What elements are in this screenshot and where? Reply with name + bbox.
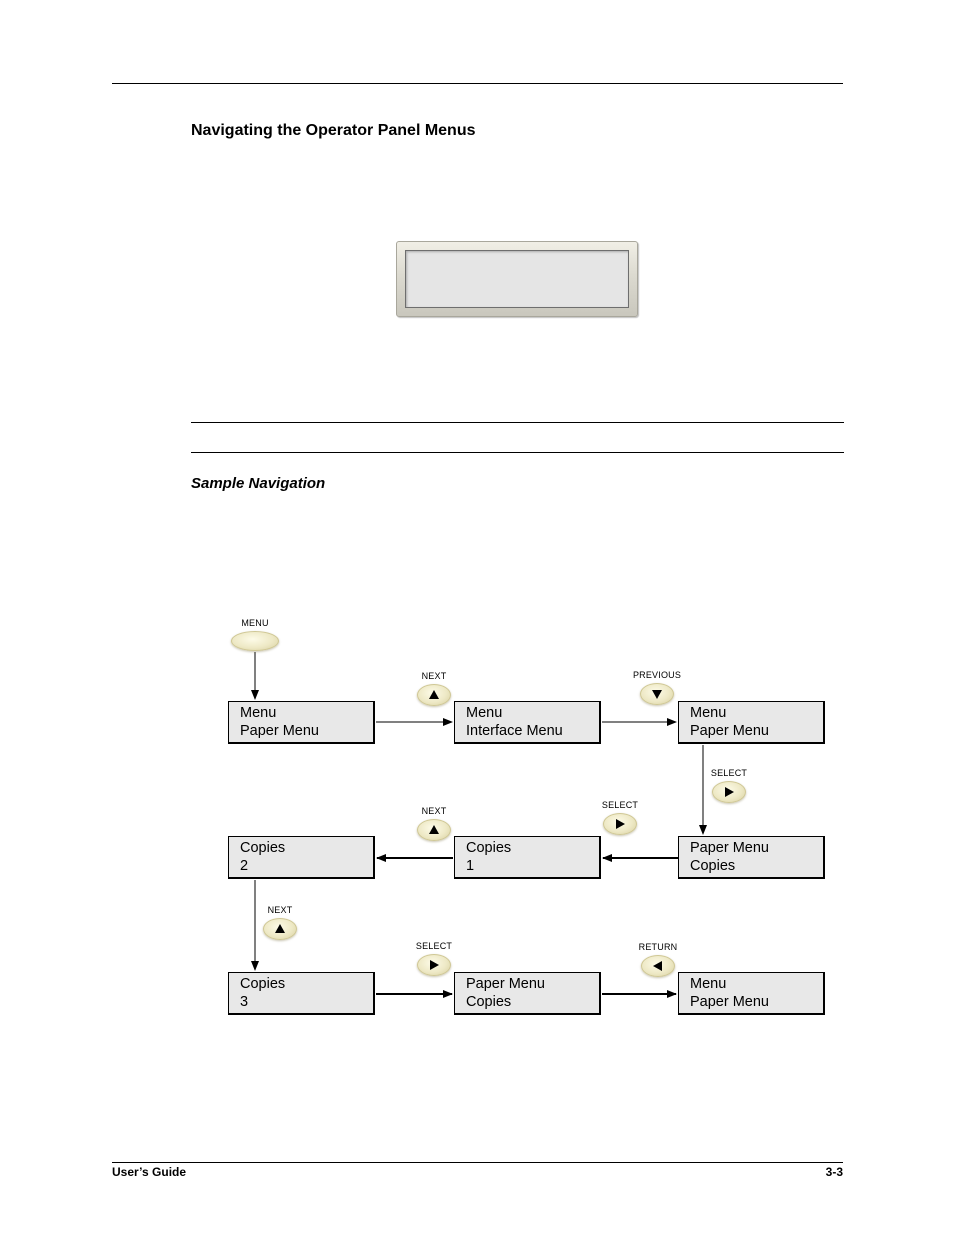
footer-page-number: 3-3 — [825, 1165, 843, 1179]
footer-guide-title: User’s Guide — [112, 1165, 187, 1179]
display-box-paper-menu-copies: Paper Menu Copies — [454, 972, 601, 1015]
display-line-2: Paper Menu — [690, 723, 769, 739]
subsection-title: Sample Navigation — [191, 475, 326, 492]
select-button-col3[interactable]: SELECT — [699, 768, 759, 803]
display-line-2: 3 — [240, 994, 249, 1010]
up-arrow-key-icon — [417, 684, 451, 706]
select-button-label: SELECT — [601, 800, 639, 810]
operator-panel-display — [396, 241, 638, 317]
display-line-2: 2 — [240, 858, 249, 874]
select-button-label: SELECT — [415, 941, 453, 951]
footer-rule — [112, 1162, 843, 1163]
next-button-row2[interactable]: NEXT — [404, 806, 464, 841]
display-line-1: Menu — [690, 976, 727, 992]
display-line-2: 1 — [466, 858, 475, 874]
display-screen — [405, 250, 629, 308]
up-arrow-key-icon — [263, 918, 297, 940]
next-button-label: NEXT — [421, 806, 447, 816]
divider-rule-bottom — [191, 452, 844, 453]
previous-button-label: PREVIOUS — [632, 670, 682, 680]
next-button-col1[interactable]: NEXT — [250, 905, 310, 940]
right-arrow-key-icon — [712, 781, 746, 803]
menu-key-icon — [231, 631, 279, 651]
up-arrow-key-icon — [417, 819, 451, 841]
right-arrow-key-icon — [603, 813, 637, 835]
display-line-2: Paper Menu — [690, 994, 769, 1010]
divider-rule-top — [191, 422, 844, 423]
display-box-copies-1: Copies 1 — [454, 836, 601, 879]
return-button[interactable]: RETURN — [628, 942, 688, 977]
down-arrow-key-icon — [640, 683, 674, 705]
display-line-2: Copies — [466, 994, 512, 1010]
display-box-paper-menu-copies: Paper Menu Copies — [678, 836, 825, 879]
display-line-2: Copies — [690, 858, 736, 874]
display-line-1: Menu — [240, 705, 277, 721]
display-line-1: Copies — [240, 976, 286, 992]
display-line-1: Copies — [466, 840, 512, 856]
menu-button-label: MENU — [241, 618, 269, 628]
display-box-menu-paper-menu: Menu Paper Menu — [228, 701, 375, 744]
display-line-2: Paper Menu — [240, 723, 319, 739]
display-line-1: Menu — [690, 705, 727, 721]
left-arrow-key-icon — [641, 955, 675, 977]
next-button-label: NEXT — [267, 905, 293, 915]
display-line-1: Copies — [240, 840, 286, 856]
display-line-1: Paper Menu — [690, 840, 769, 856]
display-line-2: Interface Menu — [466, 723, 563, 739]
display-line-1: Menu — [466, 705, 503, 721]
previous-button[interactable]: PREVIOUS — [627, 670, 687, 705]
header-rule — [112, 83, 843, 84]
select-button-row2[interactable]: SELECT — [590, 800, 650, 835]
display-box-menu-paper-menu: Menu Paper Menu — [678, 972, 825, 1015]
display-line-1: Paper Menu — [466, 976, 545, 992]
next-button-row1[interactable]: NEXT — [404, 671, 464, 706]
display-box-copies-3: Copies 3 — [228, 972, 375, 1015]
menu-button[interactable]: MENU — [225, 618, 285, 651]
right-arrow-key-icon — [417, 954, 451, 976]
next-button-label: NEXT — [421, 671, 447, 681]
select-button-label: SELECT — [710, 768, 748, 778]
section-title: Navigating the Operator Panel Menus — [191, 122, 476, 139]
select-button-row3[interactable]: SELECT — [404, 941, 464, 976]
display-box-menu-paper-menu: Menu Paper Menu — [678, 701, 825, 744]
display-box-menu-interface-menu: Menu Interface Menu — [454, 701, 601, 744]
display-box-copies-2: Copies 2 — [228, 836, 375, 879]
return-button-label: RETURN — [638, 942, 678, 952]
